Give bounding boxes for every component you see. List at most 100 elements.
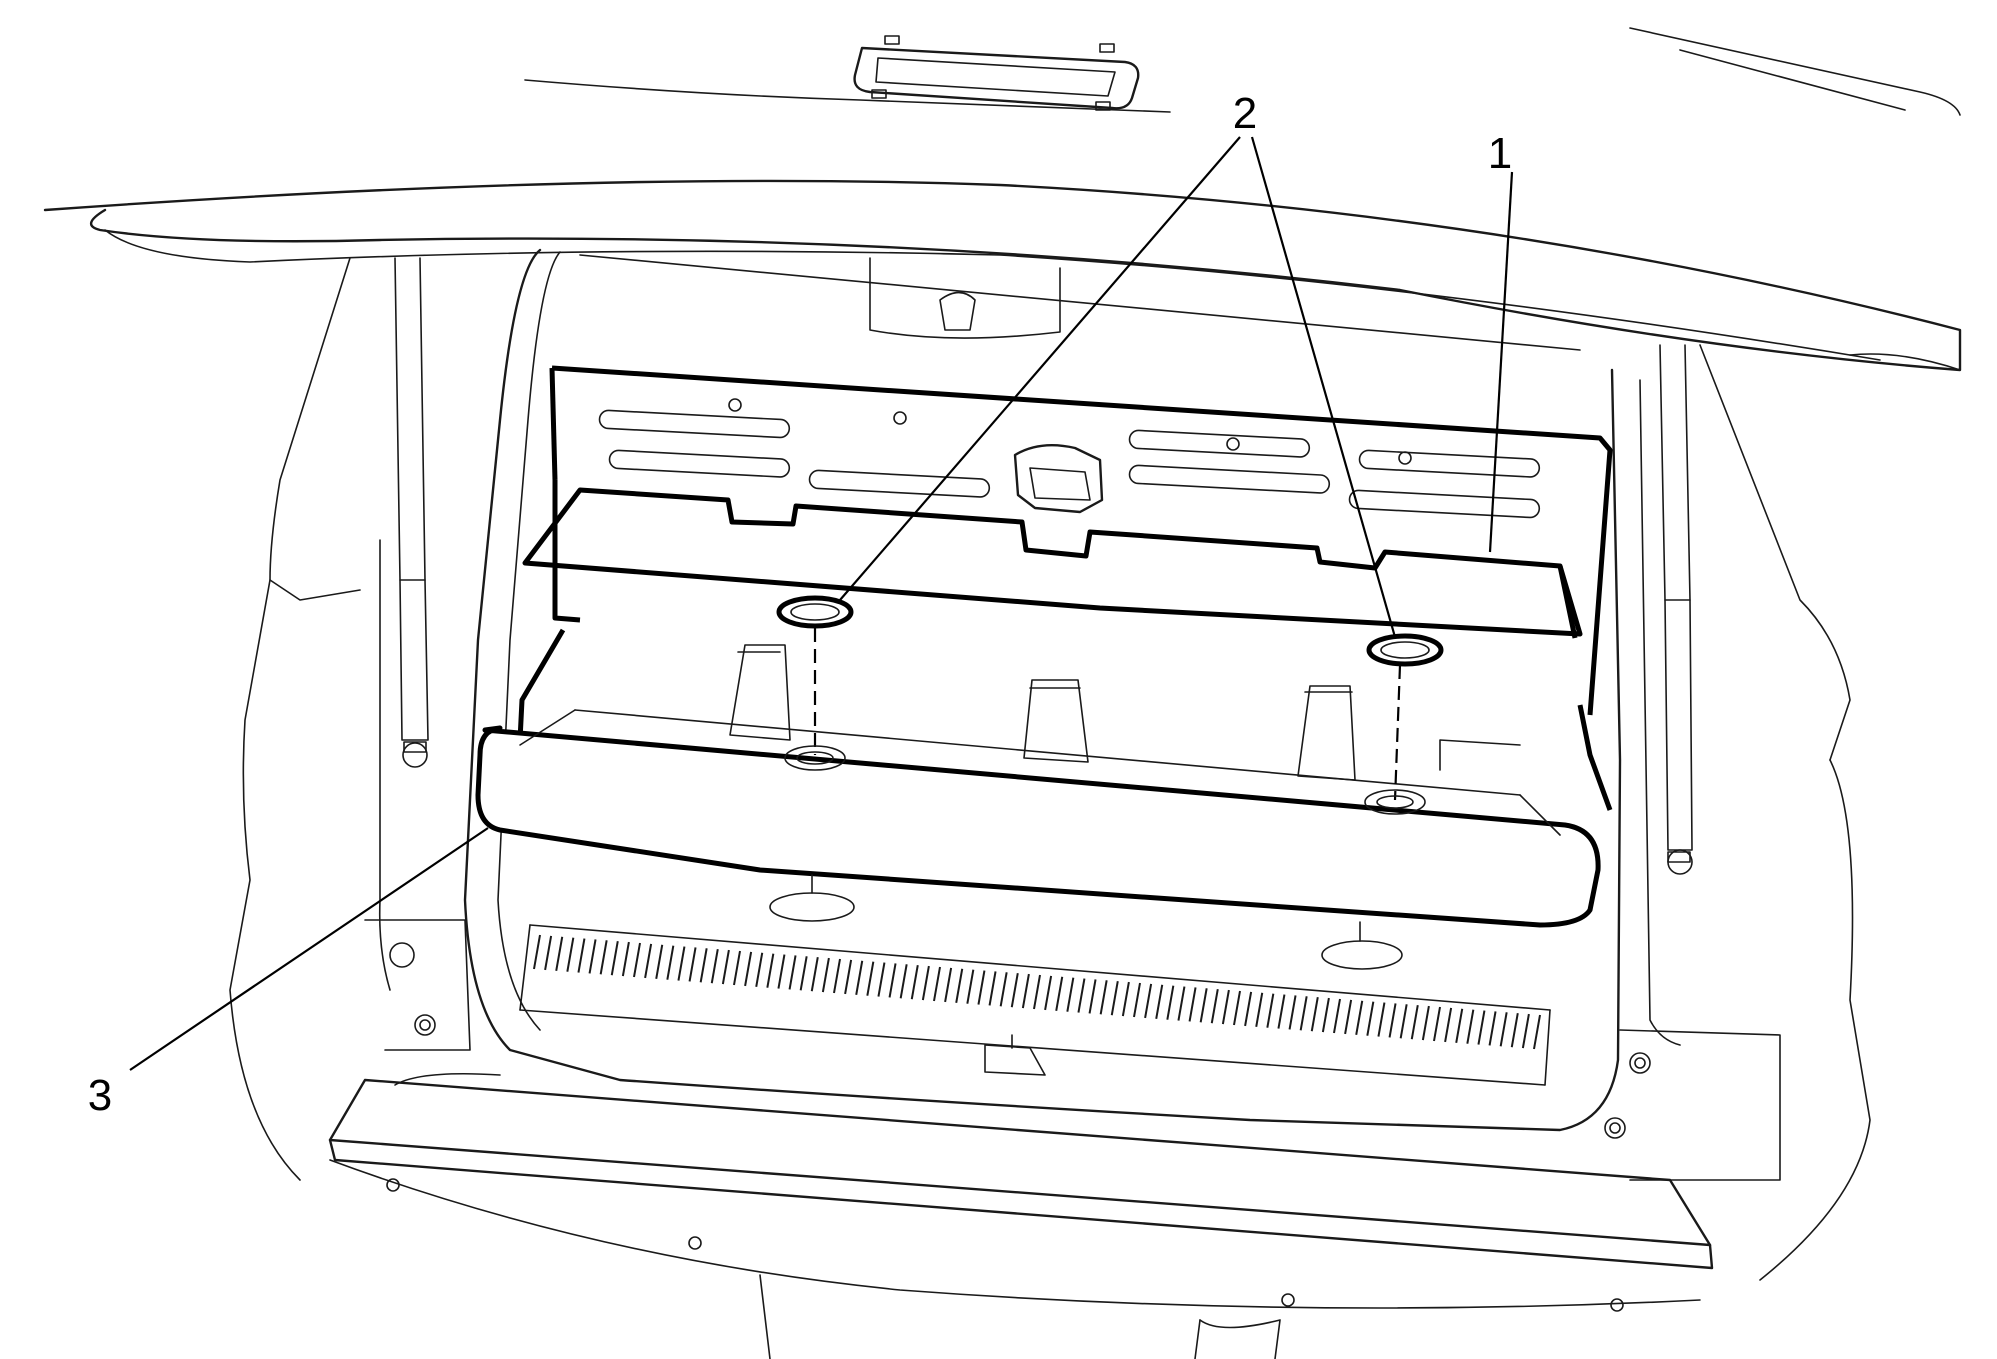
floor-rib: [1033, 974, 1041, 1010]
floor-rib: [1199, 988, 1208, 1023]
floor-rib: [921, 965, 930, 1001]
floor-rib: [1510, 1013, 1519, 1048]
floor-rib: [1299, 996, 1308, 1031]
floor-rib: [721, 949, 730, 985]
floor-rib: [844, 959, 853, 995]
floor-rib: [733, 950, 741, 986]
leader-2b: [1250, 136, 1397, 638]
floor-rib: [799, 956, 808, 991]
vehicle-body: [229, 257, 1871, 1281]
floor-rib: [1233, 990, 1241, 1026]
tray-supports: [729, 644, 1356, 781]
floor-rib: [1455, 1008, 1464, 1043]
floor-rib: [988, 971, 997, 1006]
floor-rib: [1277, 994, 1286, 1029]
assembly-line-right: [1393, 664, 1402, 801]
floor-mount-holes: [769, 745, 1426, 970]
floor-rib: [1221, 989, 1230, 1025]
floor-rib: [1121, 981, 1130, 1017]
floor-rib: [1488, 1011, 1497, 1046]
floor-rib: [1244, 991, 1253, 1027]
callout-leaders: [129, 136, 1514, 1071]
floor-rib: [666, 945, 675, 980]
floor-rib: [1410, 1005, 1419, 1040]
floor-rib: [855, 960, 864, 995]
floor-rib: [655, 944, 664, 979]
floor-rib: [1288, 995, 1297, 1030]
floor-rib: [877, 962, 886, 997]
floor-rib: [999, 972, 1008, 1007]
liftgate: [43, 179, 1962, 372]
floor-rib: [555, 936, 564, 971]
floor-rib: [621, 941, 630, 977]
high-mount-stop-lamp: [853, 35, 1140, 111]
floor-rib: [1099, 980, 1108, 1015]
floor-rib: [1444, 1007, 1453, 1043]
floor-rib: [955, 968, 964, 1003]
floor-rib: [888, 963, 897, 998]
floor-rib: [1499, 1012, 1508, 1047]
right-liftgate-strut: [1659, 344, 1693, 875]
floor-rib: [1077, 978, 1086, 1013]
floor-rib: [1533, 1014, 1541, 1050]
floor-rib: [1088, 979, 1097, 1014]
grommet-right: [1366, 633, 1444, 667]
floor-rib: [1010, 973, 1019, 1008]
floor-rib: [810, 957, 819, 992]
floor-rib: [755, 952, 764, 987]
floor-rib: [833, 958, 841, 994]
floor-rib: [1155, 984, 1164, 1019]
leader-2a: [839, 136, 1241, 601]
cargo-opening-frame: [463, 248, 1622, 1132]
floor-rib: [1377, 1002, 1386, 1037]
floor-rib: [644, 943, 653, 979]
floor-rib: [1310, 997, 1319, 1032]
floor-rib: [1066, 977, 1075, 1012]
floor-rib: [1388, 1003, 1397, 1038]
floor-rib: [566, 937, 575, 972]
floor-rib: [766, 953, 775, 988]
floor-rib: [533, 934, 541, 970]
floor-rib: [577, 938, 586, 973]
floor-rib: [821, 957, 830, 993]
floor-rib: [699, 948, 708, 983]
floor-rib: [1521, 1013, 1530, 1049]
floor-rib: [1477, 1010, 1486, 1045]
callout-3-label: 3: [88, 1071, 112, 1120]
floor-rib: [966, 969, 975, 1004]
grommet-left: [776, 595, 854, 629]
floor-rib: [1255, 992, 1264, 1027]
floor-rib: [588, 939, 597, 974]
floor-rib: [1144, 983, 1153, 1019]
floor-rib: [1366, 1001, 1375, 1036]
floor-rib: [1166, 985, 1175, 1020]
floor-rib: [688, 947, 697, 982]
floor-rib: [1266, 993, 1275, 1028]
floor-rib: [788, 955, 797, 990]
floor-rib: [933, 966, 941, 1002]
floor-rib: [1188, 987, 1197, 1022]
floor-rib: [1333, 998, 1341, 1034]
floor-rib: [599, 940, 608, 975]
rear-bumper: [328, 942, 1714, 1359]
floor-rib: [610, 941, 619, 976]
roof-outline: [524, 27, 1961, 116]
floor-rib: [677, 946, 686, 981]
floor-rib: [1466, 1009, 1475, 1044]
callout-2-label: 2: [1233, 89, 1257, 138]
floor-rib: [744, 951, 753, 987]
floor-rib: [866, 961, 875, 996]
floor-rib: [1177, 986, 1186, 1021]
cargo-storage-tray: [475, 628, 1613, 928]
seat-latch: [1013, 444, 1104, 514]
floor-ribs: [533, 934, 1541, 1050]
floor-rib: [1321, 997, 1330, 1033]
floor-rib: [910, 965, 919, 1000]
floor-rib: [1110, 981, 1119, 1016]
floor-rib: [1355, 1000, 1364, 1035]
floor-rib: [1133, 982, 1141, 1018]
floor-rib: [1210, 989, 1219, 1024]
floor-rib: [1021, 973, 1030, 1009]
callout-1-label: 1: [1488, 129, 1512, 178]
